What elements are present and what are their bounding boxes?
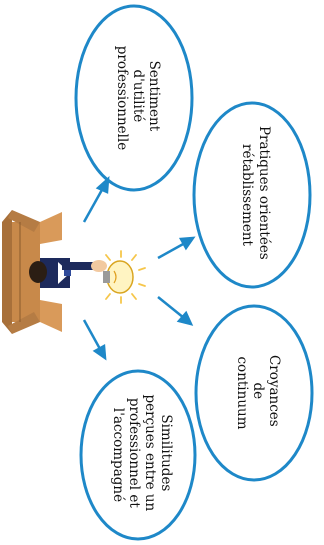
bubble-pratiques-line: rétablissement (239, 144, 255, 247)
bubble-similitudes-line: professionnel et (126, 398, 142, 508)
bubble-similitudes (79, 369, 197, 541)
arrow-to-similitudes (82, 319, 107, 361)
bubble-utilite-line: professionnelle (114, 46, 130, 151)
bubble-utilite (74, 4, 194, 192)
bubble-similitudes-text: Similitudes perçues entre un professionn… (110, 394, 174, 515)
bubble-croyances-line: de (250, 383, 266, 400)
bubble-similitudes-line: perçues entre un (142, 394, 158, 511)
bubble-pratiques-line: Pratiques orientées (256, 126, 272, 260)
bubble-pratiques-text: Pratiques orientées rétablissement (239, 126, 272, 264)
bubble-similitudes-line: l'accompagné (110, 408, 126, 502)
arrow-to-croyances (157, 296, 194, 326)
arrow-to-utilite (82, 175, 110, 223)
bubble-utilite-text: Sentiment d'utilité professionnelle (114, 46, 162, 151)
bubble-similitudes-line: Similitudes (158, 414, 174, 491)
bubble-croyances-text: Croyances de continuum (234, 355, 282, 431)
bubble-utilite-line: Sentiment (146, 61, 162, 132)
bubble-pratiques (192, 101, 312, 289)
bubble-croyances-line: continuum (234, 356, 250, 429)
arrow-to-pratiques (157, 236, 196, 260)
bubble-utilite-line: d'utilité (130, 69, 146, 122)
man-in-box-with-lightbulb-icon (2, 210, 146, 334)
bubble-croyances (194, 304, 314, 482)
bubble-croyances-line: Croyances (266, 355, 282, 427)
